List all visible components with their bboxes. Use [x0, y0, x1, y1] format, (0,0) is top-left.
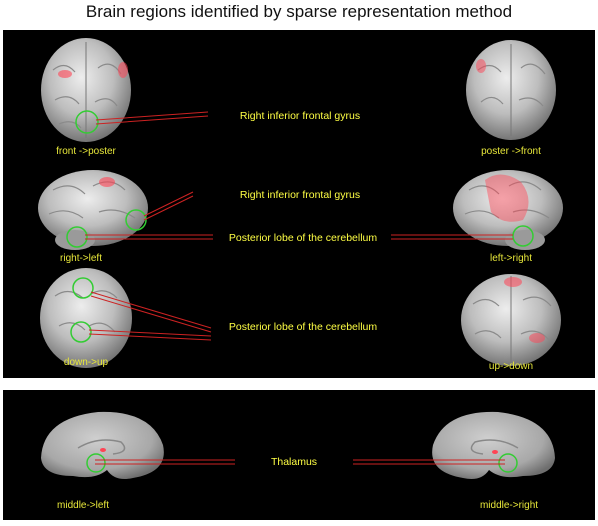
- highlight-circle: [125, 209, 147, 231]
- view-label-middle-right: middle->right: [480, 500, 538, 511]
- view-label-up-down: up->down: [489, 361, 533, 372]
- figure-title: Brain regions identified by sparse repre…: [85, 2, 513, 21]
- brain-medial-right-view: [432, 411, 555, 479]
- view-label-front-poster: front ->poster: [56, 146, 116, 157]
- brain-back-view: [466, 40, 556, 140]
- highlight-circle: [72, 277, 94, 299]
- bottom-panel-svg: middle->left middle->right Thalamus: [41, 411, 555, 511]
- brain-medial-left-view: [41, 411, 164, 479]
- view-label-down-up: down->up: [64, 357, 109, 368]
- brain-bottom-view: [40, 268, 132, 368]
- region-label-rifg-2: Right inferior frontal gyrus: [240, 189, 360, 201]
- connector-lines: [95, 459, 505, 465]
- brain-left-view: [453, 170, 563, 250]
- bottom-panel: middle->left middle->right Thalamus: [3, 390, 595, 520]
- highlight-circle: [70, 321, 92, 343]
- highlight-circle: [66, 226, 88, 248]
- connector-lines: [85, 111, 513, 341]
- top-panel: front ->poster poster ->front right->lef…: [3, 30, 595, 378]
- top-panel-svg: front ->poster poster ->front right->lef…: [38, 38, 563, 372]
- view-label-left-right: left->right: [490, 253, 532, 264]
- highlight-circle: [498, 453, 518, 473]
- highlight-circle: [512, 225, 534, 247]
- region-label-thalamus: Thalamus: [271, 456, 317, 468]
- view-label-middle-left: middle->left: [57, 500, 109, 511]
- brain-front-view: [41, 38, 131, 142]
- highlight-circle: [86, 453, 106, 473]
- region-label-cerebellum-1: Posterior lobe of the cerebellum: [229, 232, 377, 244]
- region-label-rifg-1: Right inferior frontal gyrus: [240, 110, 360, 122]
- view-label-right-left: right->left: [60, 253, 102, 264]
- highlight-circle: [75, 110, 99, 134]
- view-label-poster-front: poster ->front: [481, 146, 541, 157]
- brain-right-view: [38, 170, 148, 250]
- region-label-cerebellum-2: Posterior lobe of the cerebellum: [229, 321, 377, 333]
- brain-top-view: [461, 274, 561, 366]
